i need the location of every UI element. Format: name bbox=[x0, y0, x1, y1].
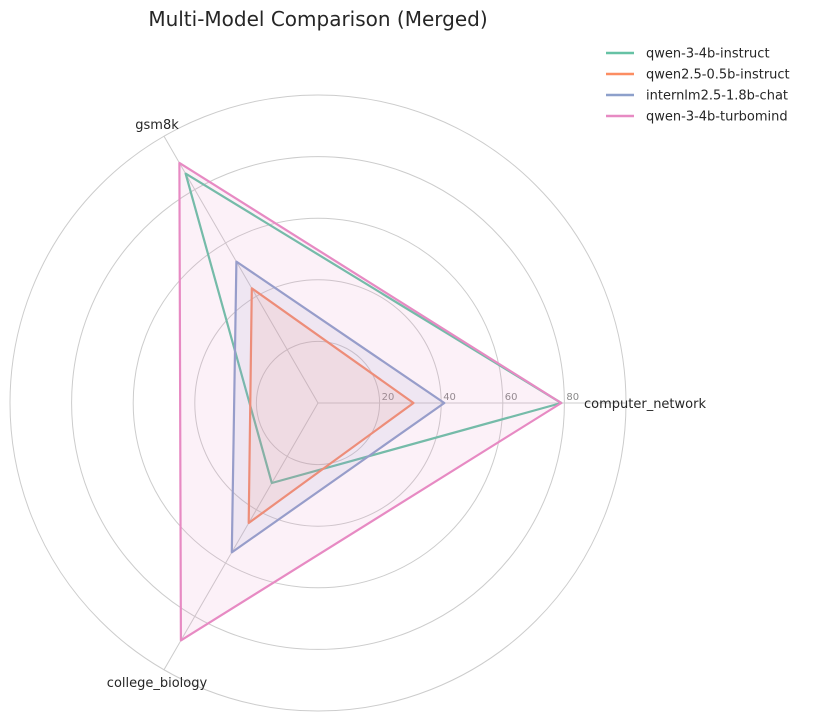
grid-spoke bbox=[163, 136, 319, 404]
legend-item-label: qwen-3-4b-instruct bbox=[646, 47, 770, 62]
series-line-1 bbox=[247, 287, 415, 525]
legend-item-label: internlm2.5-1.8b-chat bbox=[646, 89, 788, 104]
axis-label-gsm8k: gsm8k bbox=[135, 118, 179, 133]
radar-grid: 20 40 60 80 bbox=[9, 94, 627, 712]
series-fill-3 bbox=[179, 162, 562, 641]
radial-tick-label: 20 bbox=[382, 392, 395, 403]
axis-label-college-biology: college_biology bbox=[107, 676, 208, 691]
series-line-3 bbox=[178, 161, 563, 642]
grid-spoke bbox=[163, 402, 319, 670]
series-fill-1 bbox=[248, 288, 414, 523]
radial-tick-label: 40 bbox=[443, 392, 456, 403]
series-layer bbox=[178, 161, 563, 642]
axis-labels: computer_network gsm8k college_biology bbox=[107, 118, 707, 691]
radial-tick-label: 80 bbox=[566, 392, 579, 403]
series-line-0 bbox=[184, 172, 563, 485]
legend: qwen-3-4b-instruct qwen2.5-0.5b-instruct i… bbox=[606, 47, 790, 125]
legend-item-label: qwen2.5-0.5b-instruct bbox=[646, 68, 790, 83]
series-line-2 bbox=[230, 260, 446, 554]
chart-title: Multi-Model Comparison (Merged) bbox=[148, 7, 487, 31]
series-fill-2 bbox=[231, 261, 445, 553]
legend-item-label: qwen-3-4b-turbomind bbox=[646, 110, 788, 125]
axis-label-computer-network: computer_network bbox=[584, 397, 706, 412]
radial-tick-label: 60 bbox=[505, 392, 518, 403]
